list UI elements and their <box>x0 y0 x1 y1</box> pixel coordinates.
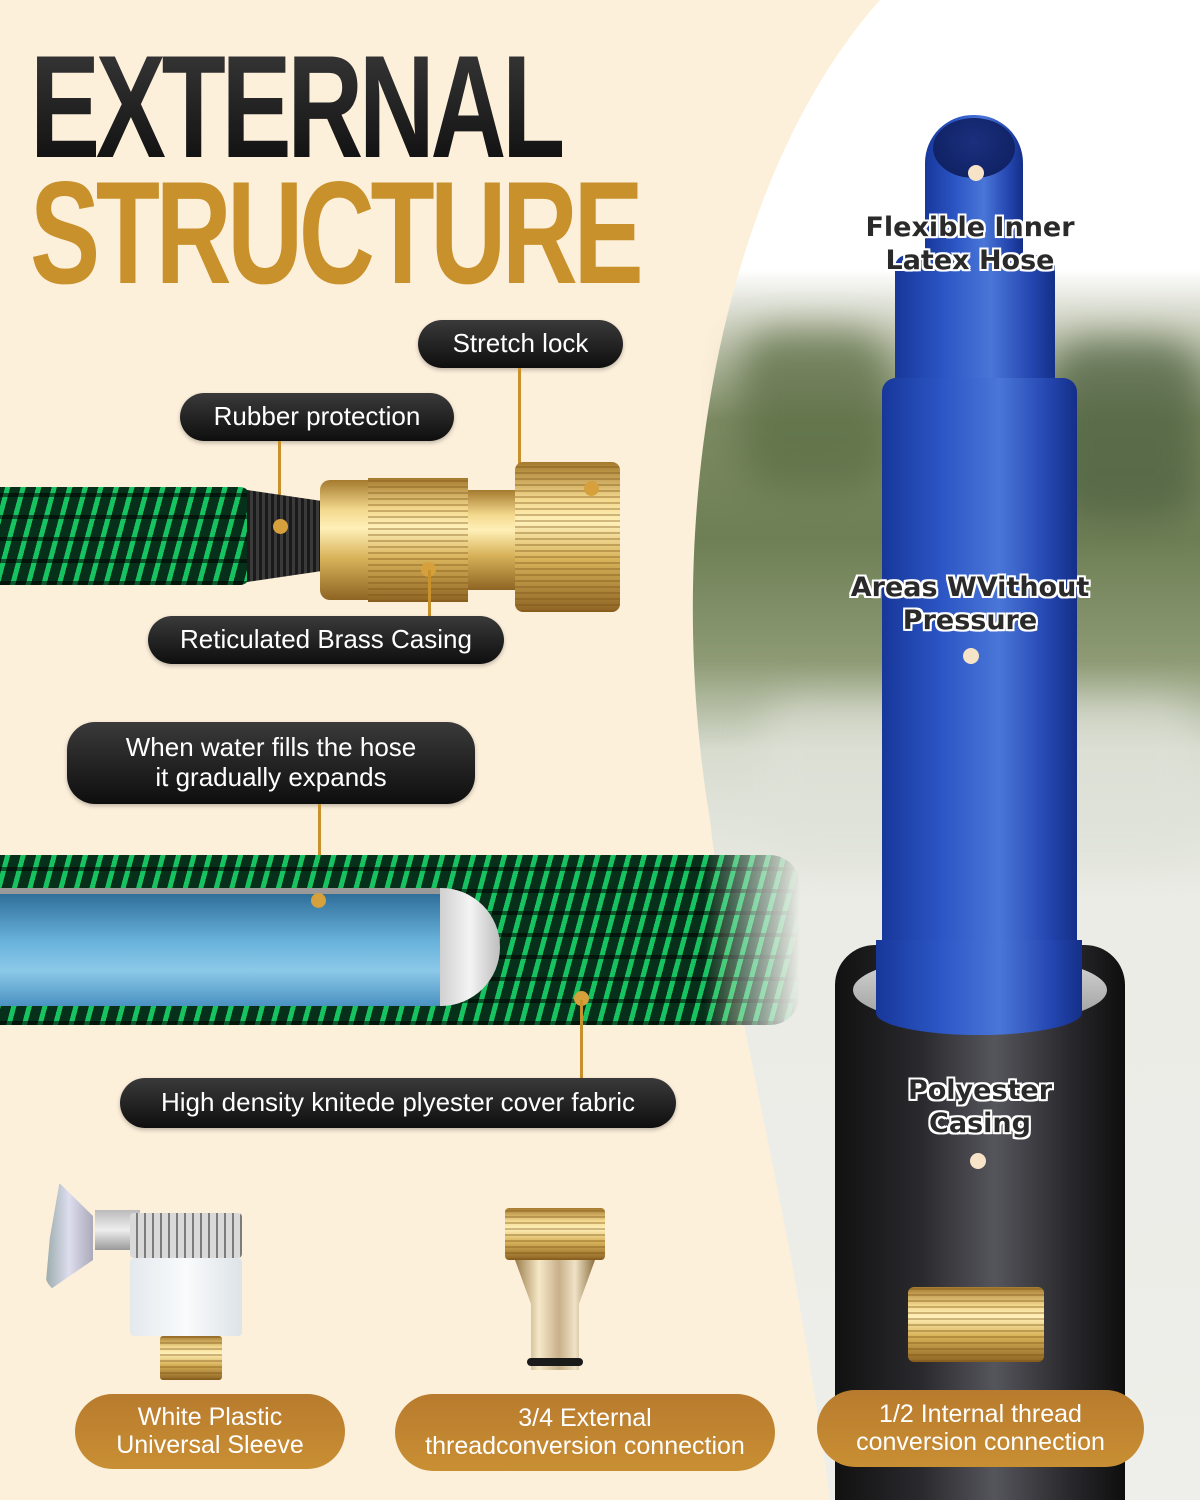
casing-marker <box>970 1153 986 1169</box>
accessory-external-line-2: threadconversion connection <box>425 1431 745 1460</box>
external-thread-top <box>505 1208 605 1260</box>
casing-label: Polyester Casing <box>845 1075 1115 1141</box>
accessory-sleeve-line-1: White Plastic <box>137 1403 283 1431</box>
expansion-leader-line <box>318 804 321 900</box>
expansion-marker <box>311 893 326 908</box>
brass-casing-marker <box>421 562 436 577</box>
stretch-lock-label: Stretch lock <box>418 320 623 368</box>
cover-fabric-leader-line <box>580 1000 583 1078</box>
accessory-internal-line-1: 1/2 Internal thread <box>879 1400 1082 1428</box>
title-line-2: STRUCTURE <box>30 151 644 314</box>
white-plastic-sleeve <box>130 1258 242 1336</box>
stretch-lock-coupling <box>515 462 620 612</box>
accessory-label-external-thread: 3/4 External threadconversion connection <box>395 1394 775 1471</box>
green-hose-segment <box>0 487 250 585</box>
rubber-protection-label: Rubber protection <box>180 393 454 441</box>
background-foliage <box>740 330 890 490</box>
water-cutaway <box>0 888 495 1006</box>
rubber-protection-sleeve <box>247 490 322 582</box>
sleeve-steel-clamp <box>130 1213 242 1258</box>
title-line-1: EXTERNAL <box>30 25 566 188</box>
no-pressure-label-line-1: Areas WVithout <box>850 572 1090 603</box>
expansion-label-line-2: it gradually expands <box>155 762 387 792</box>
external-thread-body <box>515 1260 595 1370</box>
sleeve-brass-thread <box>160 1336 222 1380</box>
expansion-label-line-1: When water fills the hose <box>125 732 417 763</box>
casing-label-line-2: Casing <box>929 1107 1031 1139</box>
no-pressure-label-line-2: Pressure <box>902 604 1038 636</box>
no-pressure-label: Areas WVithout Pressure <box>810 572 1130 638</box>
no-pressure-marker <box>963 648 979 664</box>
inner-latex-hose-body <box>882 378 1077 1018</box>
accessory-internal-line-2: conversion connection <box>856 1427 1105 1456</box>
expansion-label: When water fills the hose it gradually e… <box>67 722 475 804</box>
inner-hose-label-line-2: Latex Hose <box>885 244 1055 276</box>
inner-hose-label: Flexible Inner Latex Hose <box>825 212 1115 278</box>
inner-hose-marker <box>968 165 984 181</box>
external-thread-o-ring <box>527 1358 583 1366</box>
sleeve-wing-screw <box>45 1183 93 1293</box>
stretch-lock-marker <box>584 481 599 496</box>
inner-hose-label-line-1: Flexible Inner <box>865 212 1075 243</box>
reticulated-brass-casing-label: Reticulated Brass Casing <box>148 616 504 664</box>
brass-casing-leader-line <box>428 570 431 618</box>
inner-hose-in-casing <box>876 940 1082 1035</box>
reticulated-brass-casing <box>368 478 468 602</box>
accessory-label-sleeve: White Plastic Universal Sleeve <box>75 1394 345 1469</box>
accessory-label-internal-thread: 1/2 Internal thread conversion connectio… <box>817 1390 1144 1467</box>
rubber-protection-marker <box>273 519 288 534</box>
brass-neck <box>468 490 518 590</box>
casing-label-line-1: Polyester <box>907 1075 1053 1106</box>
cover-fabric-marker <box>574 991 589 1006</box>
cover-fabric-label: High density knitede plyester cover fabr… <box>120 1078 676 1128</box>
stretch-lock-leader-line <box>518 368 521 488</box>
inner-latex-hose-mid <box>895 255 1055 395</box>
brass-collar <box>320 480 368 600</box>
accessory-external-line-1: 3/4 External <box>518 1404 652 1432</box>
rubber-protection-leader-line <box>278 441 281 527</box>
accessory-sleeve-line-2: Universal Sleeve <box>116 1430 304 1459</box>
internal-thread-fitting <box>908 1287 1044 1362</box>
